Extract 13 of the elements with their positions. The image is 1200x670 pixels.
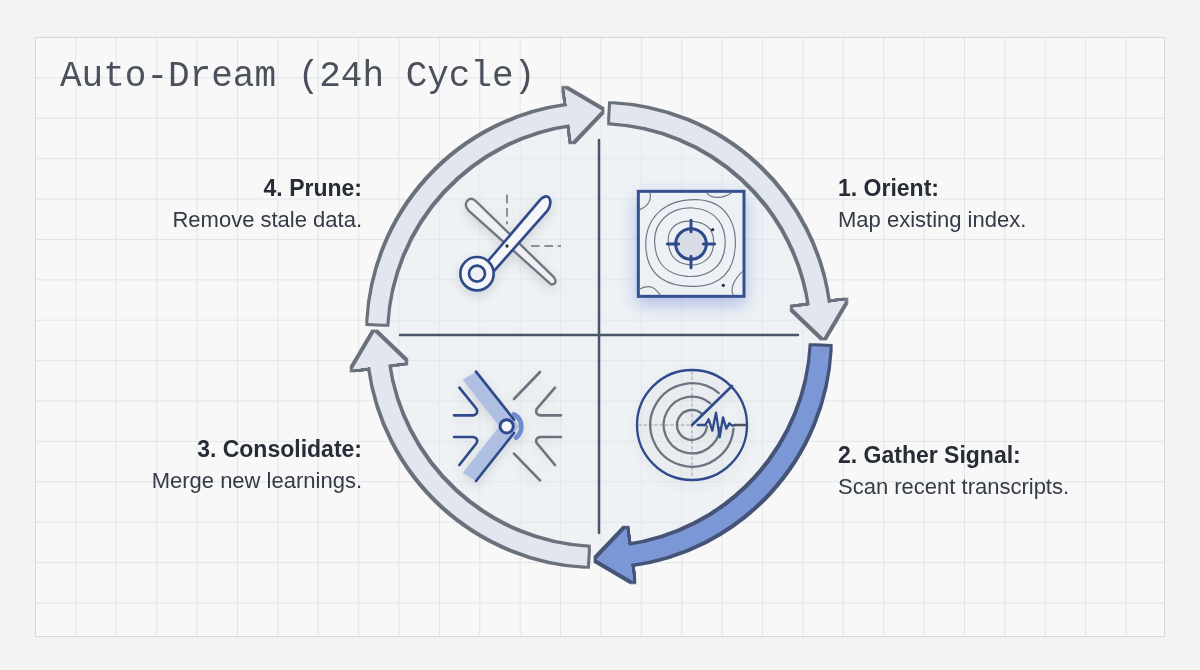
curved-arrow: [368, 88, 602, 325]
step-description: Remove stale data.: [172, 206, 362, 234]
step-heading: 3. Consolidate:: [197, 435, 362, 463]
step-heading: 1. Orient:: [838, 174, 939, 202]
step-description: Scan recent transcripts.: [838, 473, 1070, 501]
curved-arrow: [352, 332, 589, 566]
curved-arrow: [596, 345, 830, 582]
step-description: Map existing index.: [838, 206, 1027, 234]
step-description: Merge new learnings.: [151, 467, 362, 495]
step-heading: 4. Prune:: [263, 174, 362, 202]
diagram-title: Auto-Dream (24h Cycle): [60, 55, 536, 99]
curved-arrow: [609, 104, 846, 338]
step-heading: 2. Gather Signal:: [838, 441, 1021, 469]
